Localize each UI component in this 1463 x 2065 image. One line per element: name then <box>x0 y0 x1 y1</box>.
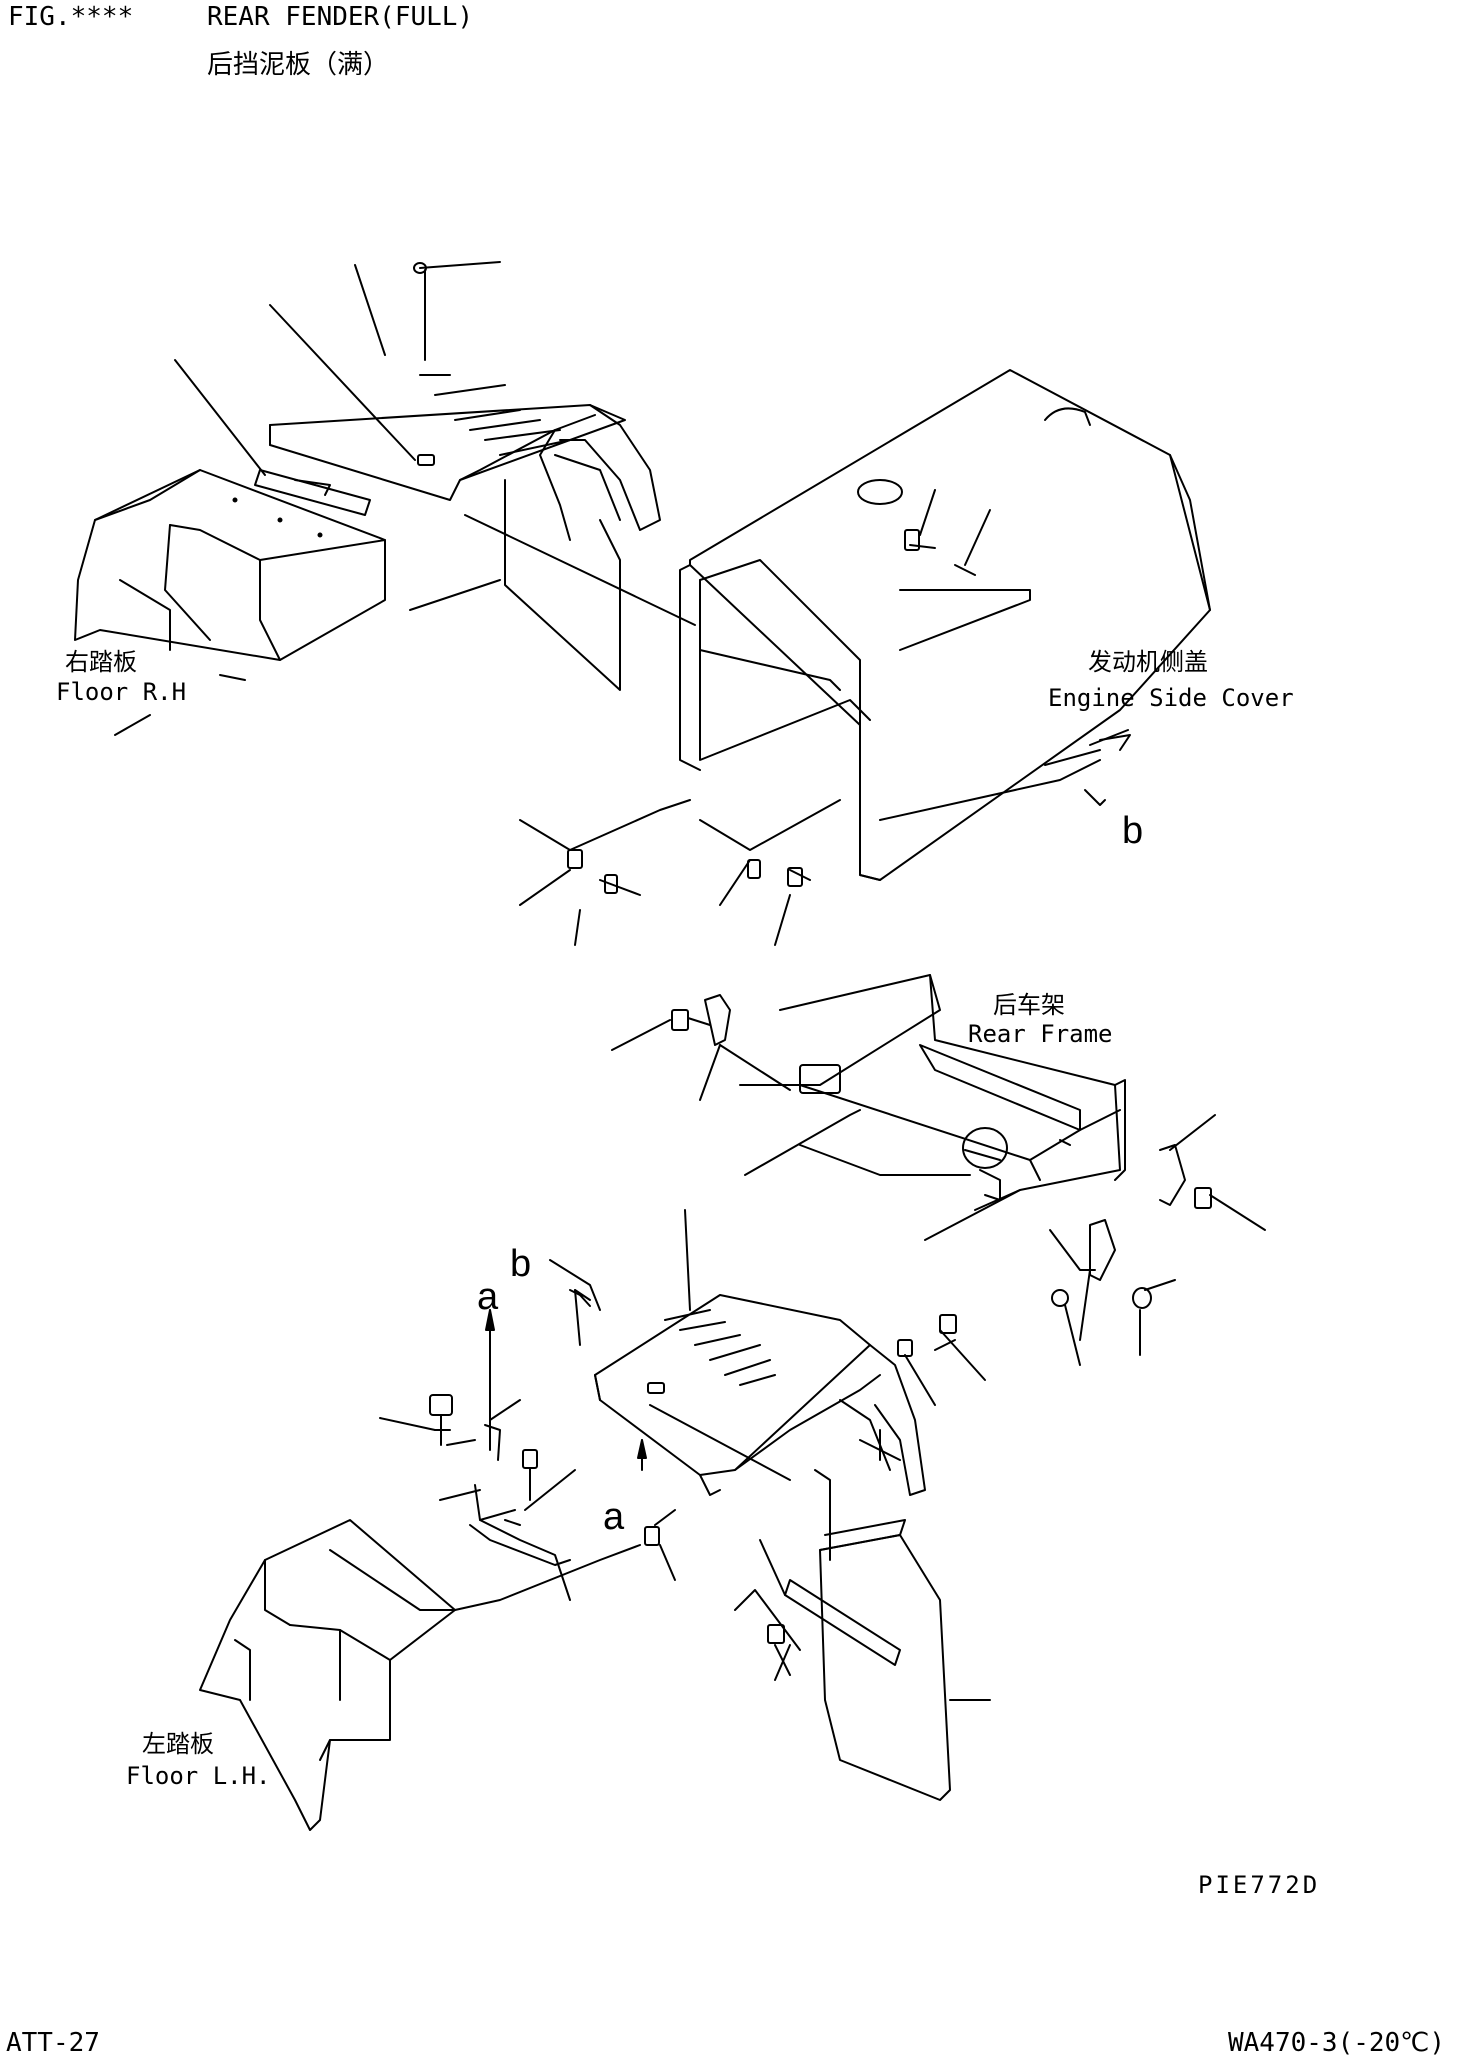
lower-fender-part <box>595 1295 925 1560</box>
model-label: WA470-3(-20℃) <box>1228 2028 1446 2058</box>
rear-frame-label-en: Rear Frame <box>968 1020 1113 1048</box>
rear-frame-part <box>740 975 1125 1270</box>
ref-a-lower: a <box>603 1496 625 1538</box>
rear-frame-label-cn: 后车架 <box>993 991 1065 1019</box>
ref-b-top: b <box>1122 810 1144 852</box>
title-cn: 后挡泥板（满） <box>207 50 390 80</box>
engine-side-cover-part <box>680 370 1210 880</box>
engine-side-cover-label-cn: 发动机侧盖 <box>1088 648 1208 676</box>
engine-side-cover-label-en: Engine Side Cover <box>1048 684 1294 712</box>
page-number: ATT-27 <box>6 2028 100 2058</box>
ref-b-mid: b <box>510 1243 532 1285</box>
fig-label: FIG.**** <box>8 2 134 32</box>
top-hardware <box>115 262 1128 945</box>
title-en: REAR FENDER(FULL) <box>207 2 474 32</box>
ref-a-upper: a <box>477 1276 499 1318</box>
drawing-number: PIE772D <box>1198 1871 1321 1899</box>
floor-rh-part <box>75 470 385 660</box>
upper-fender-part <box>255 375 660 690</box>
floor-lh-label-en: Floor L.H. <box>126 1762 271 1790</box>
rear-frame-hardware <box>612 995 1265 1365</box>
lower-hardware <box>380 1210 985 1650</box>
floor-rh-label-en: Floor R.H <box>56 678 187 706</box>
floor-lh-label-cn: 左踏板 <box>142 1730 214 1758</box>
lower-mud-flap-part <box>760 1430 990 1800</box>
floor-rh-label-cn: 右踏板 <box>65 648 137 676</box>
